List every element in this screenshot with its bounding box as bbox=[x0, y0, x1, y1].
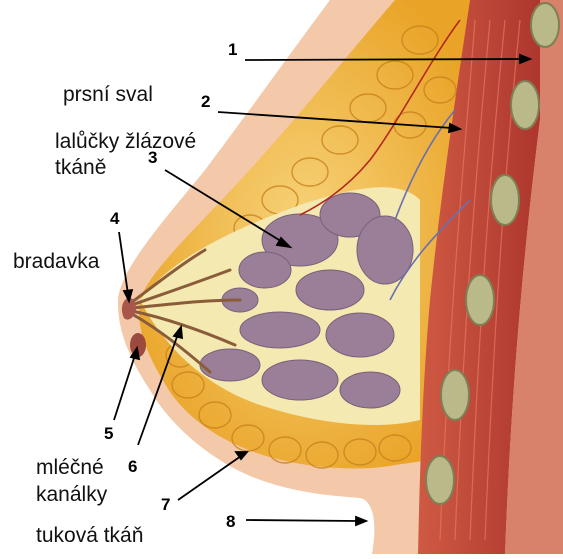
arrow-1 bbox=[245, 59, 522, 60]
label-fat-tissue: tuková tkáň bbox=[36, 523, 143, 549]
callout-number-4: 4 bbox=[110, 209, 119, 229]
label-nipple: bradavka bbox=[13, 249, 99, 275]
callout-number-7: 7 bbox=[161, 495, 170, 515]
callout-number-3: 3 bbox=[148, 148, 157, 168]
callout-number-6: 6 bbox=[128, 457, 137, 477]
callout-number-8: 8 bbox=[226, 512, 235, 532]
arrowhead-8 bbox=[356, 517, 366, 525]
callout-number-2: 2 bbox=[201, 92, 210, 112]
callout-number-1: 1 bbox=[228, 40, 237, 60]
callout-number-5: 5 bbox=[104, 424, 113, 444]
label-milk-ducts-line2: kanálky bbox=[36, 482, 107, 508]
arrow-7 bbox=[178, 456, 241, 500]
label-gland-lobules-line2: tkáně bbox=[55, 155, 106, 181]
label-milk-ducts-line1: mléčné bbox=[36, 455, 104, 481]
label-gland-lobules-line1: lalůčky žlázové bbox=[55, 129, 196, 155]
label-pectoral-muscle: prsní sval bbox=[63, 82, 153, 108]
arrow-5 bbox=[114, 355, 135, 420]
arrow-8 bbox=[246, 520, 358, 521]
